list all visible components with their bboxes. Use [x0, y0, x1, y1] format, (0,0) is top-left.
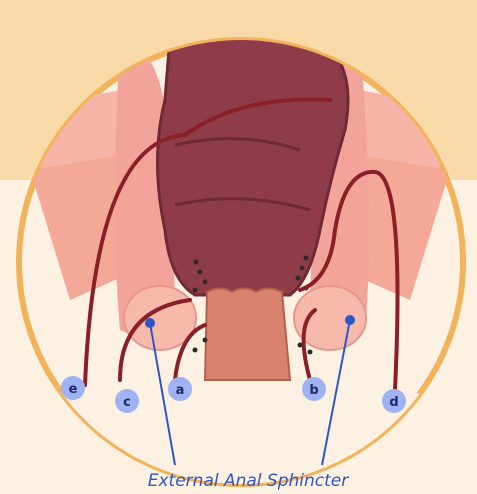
anal-canal [205, 289, 290, 381]
marker-d-label: d [389, 395, 398, 410]
marker-c-label: c [123, 395, 131, 410]
caption-external-anal-sphincter: External Anal Sphincter [148, 471, 350, 491]
marker-c: c [115, 389, 139, 413]
marker-e-label: e [69, 382, 78, 397]
marker-a: a [168, 377, 192, 401]
marker-a-label: a [176, 383, 185, 398]
marker-b-label: b [309, 383, 318, 398]
marker-d: d [382, 389, 406, 413]
marker-b: b [302, 377, 326, 401]
marker-e: e [61, 376, 85, 400]
